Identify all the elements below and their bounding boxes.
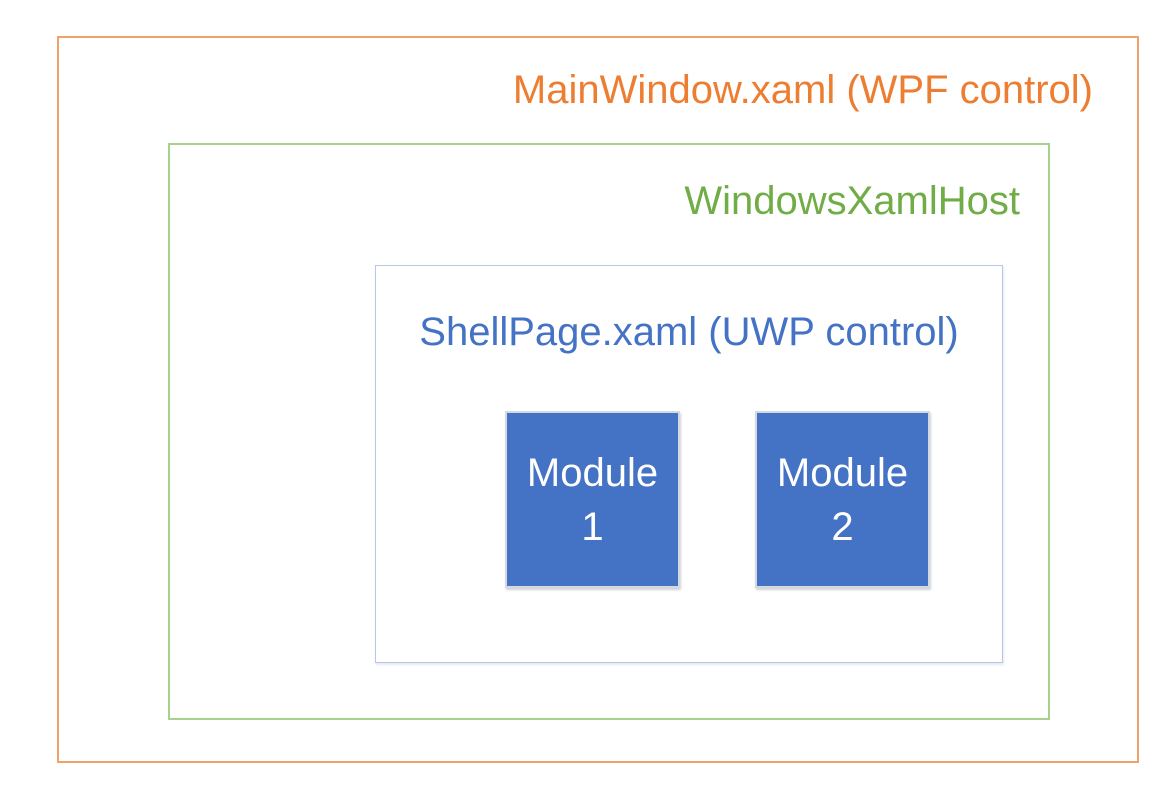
module-1-box: Module 1	[505, 411, 680, 588]
mainwindow-wpf-label: MainWindow.xaml (WPF control)	[512, 68, 1093, 112]
module-2-label-line2: 2	[831, 504, 854, 549]
module-1-label-line1: Module	[526, 450, 659, 495]
windowsxamlhost-label: WindowsXamlHost	[684, 179, 1020, 223]
windowsxamlhost-box: WindowsXamlHost ShellPage.xaml (UWP cont…	[168, 143, 1050, 720]
mainwindow-wpf-box: MainWindow.xaml (WPF control) WindowsXam…	[57, 36, 1139, 763]
module-2-label-line1: Module	[776, 450, 909, 495]
module-1-label-line2: 1	[581, 504, 604, 549]
shellpage-uwp-label: ShellPage.xaml (UWP control)	[419, 310, 959, 354]
shellpage-uwp-box: ShellPage.xaml (UWP control) Module 1 Mo…	[375, 265, 1003, 663]
module-2-box: Module 2	[755, 411, 930, 588]
